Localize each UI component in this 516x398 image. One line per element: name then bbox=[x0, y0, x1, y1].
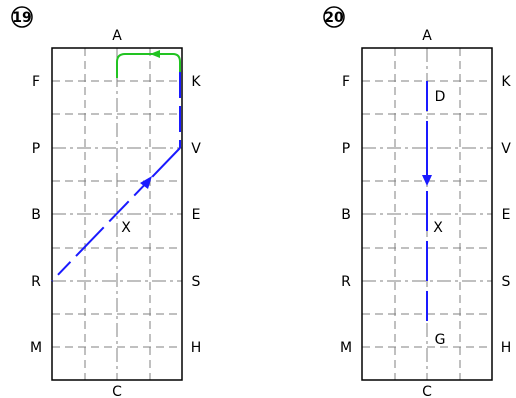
arrow-icon bbox=[140, 176, 152, 189]
diagram-20: 20 A C F P B R bbox=[323, 6, 512, 398]
letter-right: H bbox=[191, 340, 202, 356]
letter-right: E bbox=[502, 207, 511, 223]
letter-left: M bbox=[340, 340, 352, 356]
diagram-number: 19 bbox=[12, 10, 31, 26]
diagram-number-circle bbox=[323, 6, 345, 28]
letter-left: R bbox=[31, 274, 41, 290]
letter-bottom: C bbox=[422, 384, 432, 398]
letter-left: P bbox=[32, 141, 40, 157]
letter-left: B bbox=[341, 207, 351, 223]
letter-left: F bbox=[342, 74, 350, 90]
arena-outline bbox=[361, 47, 493, 381]
diagram-19: 19 A C F bbox=[11, 6, 202, 398]
letter-center: X bbox=[121, 220, 131, 236]
letter-top: A bbox=[422, 28, 432, 44]
letter-left: F bbox=[32, 74, 40, 90]
arena-outline bbox=[51, 47, 183, 381]
letter-center: X bbox=[433, 220, 443, 236]
diagonal-segment bbox=[51, 147, 181, 282]
letter-left: B bbox=[31, 207, 41, 223]
letter-right: H bbox=[501, 340, 512, 356]
letter-right: K bbox=[191, 74, 201, 90]
letter-left: M bbox=[30, 340, 42, 356]
letter-right: K bbox=[501, 74, 511, 90]
letter-right: V bbox=[501, 141, 511, 157]
diagram-number: 20 bbox=[324, 10, 344, 26]
letter-left: R bbox=[341, 274, 351, 290]
turn-segment bbox=[116, 53, 181, 78]
letter-marker-end: G bbox=[435, 332, 446, 348]
letter-marker-start: D bbox=[435, 89, 446, 105]
arena-centerlines bbox=[52, 48, 182, 380]
movement-path bbox=[51, 50, 181, 282]
letter-right: S bbox=[192, 274, 201, 290]
letter-right: E bbox=[192, 207, 201, 223]
arrow-icon bbox=[150, 50, 160, 58]
letter-left: P bbox=[342, 141, 350, 157]
diagram-number-circle bbox=[11, 6, 33, 28]
letter-right: S bbox=[502, 274, 511, 290]
movement-path bbox=[422, 81, 432, 347]
letter-bottom: C bbox=[112, 384, 122, 398]
arrow-icon bbox=[422, 175, 432, 186]
letter-top: A bbox=[112, 28, 122, 44]
letter-right: V bbox=[191, 141, 201, 157]
